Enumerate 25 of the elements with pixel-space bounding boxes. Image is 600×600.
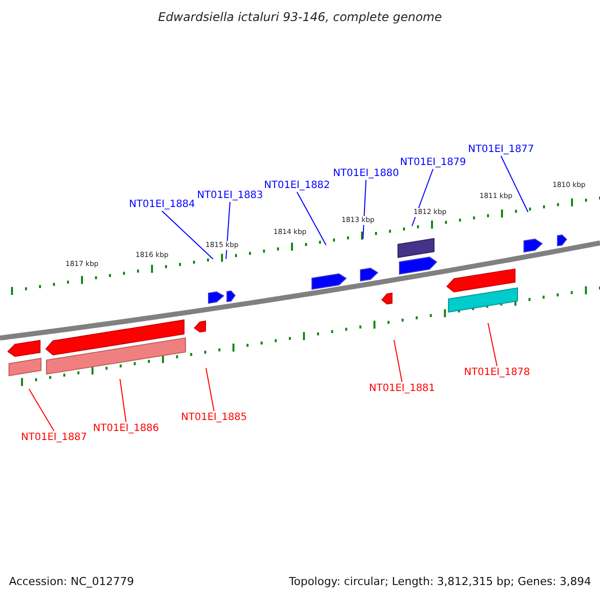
leader-line (296, 192, 326, 246)
gene-label: NT01EI_1887 (21, 432, 88, 444)
gene-label: NT01EI_1881 (369, 383, 436, 395)
gene-label: NT01EI_1886 (93, 423, 160, 435)
leader-line (28, 388, 54, 432)
gene-label: NT01EI_1883 (197, 190, 264, 202)
gene-label: NT01EI_1882 (264, 180, 330, 192)
leader-line (162, 210, 214, 260)
leader-line (226, 202, 230, 260)
leader-line (394, 340, 402, 382)
footer-text: Accession: NC_012779 (9, 576, 134, 588)
gene-label: NT01EI_1884 (129, 199, 196, 211)
leader-line (120, 378, 126, 422)
gene-label: NT01EI_1877 (468, 144, 534, 156)
gene-label: NT01EI_1878 (464, 367, 530, 379)
leader-line (500, 156, 528, 212)
gene-label: NT01EI_1880 (333, 168, 400, 180)
leader-line (412, 168, 434, 226)
gene-label: NT01EI_1879 (400, 157, 466, 169)
leader-line (206, 368, 214, 412)
leader-line (488, 322, 498, 366)
footer-text: Topology: circular; Length: 3,812,315 bp; Genes: 3,894 (289, 576, 592, 588)
diagram-title: Edwardsiella ictaluri 93-146, complete genome (157, 11, 443, 23)
leader-line (362, 180, 366, 240)
gene-label: NT01EI_1885 (181, 412, 248, 424)
